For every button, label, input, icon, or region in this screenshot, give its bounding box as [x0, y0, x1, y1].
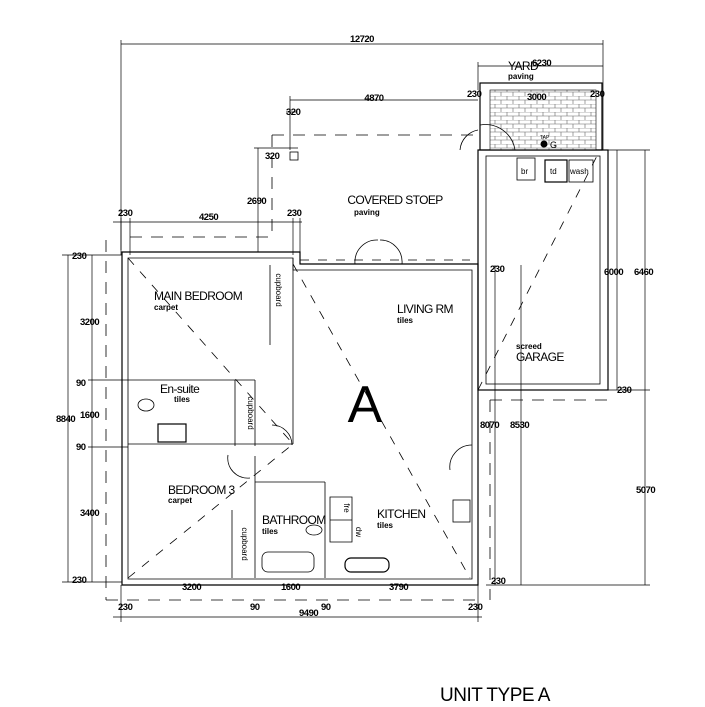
- dim-partition-b: 90: [321, 602, 331, 613]
- fridge-label: fre: [342, 503, 351, 513]
- tap-label: TAP: [540, 135, 550, 141]
- building-outer-wall: [121, 251, 479, 586]
- fixture-wash: [568, 159, 594, 183]
- stove-icon: [452, 499, 471, 523]
- garage-inner-wall: [485, 155, 601, 385]
- dim-yard-inner: 3000: [527, 92, 546, 103]
- dim-left-wall-top: 230: [72, 251, 87, 262]
- dim-garage-wall-top: 230: [490, 264, 505, 275]
- dim-bed3-depth: 3400: [80, 508, 99, 519]
- br-label: br: [521, 167, 528, 176]
- tap-icon: [540, 140, 548, 148]
- main-bedroom-finish: carpet: [154, 303, 178, 312]
- dim-yard-wall-right: 230: [590, 89, 605, 100]
- dim-overall-width: 12720: [350, 34, 374, 45]
- dim-right-wall-bottom: 230: [491, 576, 506, 587]
- column: [289, 151, 299, 161]
- ensuite-toilet-icon: [137, 398, 155, 412]
- bedroom3-label: BEDROOM 3: [168, 483, 236, 497]
- bedroom3-finish: carpet: [168, 496, 192, 505]
- basin-icon: [157, 423, 187, 443]
- dim-garage-inner: 6000: [604, 267, 623, 278]
- garage-label: GARAGE: [516, 350, 564, 364]
- dim-garage-outer: 6460: [634, 267, 653, 278]
- dim-kitchen-width: 3790: [389, 582, 408, 593]
- dim-bottom-wall-left: 230: [118, 602, 133, 613]
- yard-finish: paving: [508, 72, 534, 81]
- cupboard-label-ensuite: cupboard: [246, 396, 255, 429]
- roof-overhang-line: [105, 134, 610, 601]
- gully-label: G: [550, 140, 557, 150]
- dim-partition-a: 90: [250, 602, 260, 613]
- dim-bottom-wall-right: 230: [468, 602, 483, 613]
- dishwasher-label: dw: [354, 527, 363, 537]
- dim-ensuite-depth: 1600: [80, 410, 99, 421]
- plan-title: UNIT TYPE A: [440, 685, 551, 706]
- bathroom-finish: tiles: [262, 527, 279, 536]
- dim-garage-wall-bottom: 230: [617, 385, 632, 396]
- bathroom-label: BATHROOM: [262, 513, 326, 527]
- kitchen-finish: tiles: [377, 521, 394, 530]
- main-bedroom-label: MAIN BEDROOM: [154, 289, 243, 303]
- dim-bed-width: 4250: [199, 212, 218, 223]
- sink-icon: [344, 557, 390, 573]
- kitchen-label: KITCHEN: [377, 507, 425, 521]
- garage-finish: screed: [516, 342, 542, 351]
- dimension-lines: [62, 40, 650, 622]
- fixture-br: [516, 157, 536, 181]
- dim-bed-wall-left: 230: [118, 208, 133, 219]
- ensuite-finish: tiles: [174, 395, 191, 404]
- yard-paving: [489, 89, 597, 151]
- living-finish: tiles: [397, 316, 414, 325]
- door-swings: [227, 239, 473, 479]
- unit-letter: A: [348, 376, 383, 434]
- dim-overall-bottom: 9490: [299, 608, 318, 619]
- dim-bed-wall-right: 230: [287, 208, 302, 219]
- toilet-icon: [305, 524, 323, 536]
- dim-east-depth: 5070: [636, 485, 655, 496]
- dim-column-a: 320: [286, 107, 301, 118]
- dim-main-bed-depth: 3200: [80, 317, 99, 328]
- ensuite-label: En-suite: [160, 382, 200, 396]
- dim-kitchen-outer: 8530: [510, 420, 529, 431]
- interior-walls: [128, 258, 353, 578]
- wash-label: wash: [569, 167, 589, 176]
- dim-left-wall-bottom: 230: [72, 575, 87, 586]
- cupboard-label-bed3: cupboard: [240, 527, 249, 560]
- living-label: LIVING RM: [397, 302, 454, 316]
- dimension-labels: 12720 6230 4870 230 3000 230 320 320 269…: [56, 34, 656, 619]
- dim-column-b: 320: [265, 151, 280, 162]
- yard-label: YARD: [508, 59, 539, 73]
- dim-kitchen-inner: 8070: [480, 420, 499, 431]
- td-label: td: [550, 167, 557, 176]
- dim-ensuite-wall-bottom: 90: [76, 442, 86, 453]
- dim-yard-wall-left: 230: [467, 89, 482, 100]
- stoep-finish: paving: [354, 208, 380, 217]
- dim-overall-depth: 8840: [56, 414, 75, 425]
- cupboard-label-main: cupboard: [274, 273, 283, 306]
- dim-bed3-width: 3200: [182, 582, 201, 593]
- fixture-td: [544, 159, 568, 183]
- bath-icon: [261, 551, 315, 573]
- dim-yard-width: 6230: [532, 58, 551, 69]
- dim-stoep-depth: 2690: [247, 196, 266, 207]
- dim-ensuite-wall-top: 90: [76, 378, 86, 389]
- dim-bath-width: 1600: [281, 582, 300, 593]
- dim-stoep-width: 4870: [364, 93, 383, 104]
- stoep-label: COVERED STOEP: [347, 193, 443, 207]
- yard-door-swing: [459, 124, 516, 151]
